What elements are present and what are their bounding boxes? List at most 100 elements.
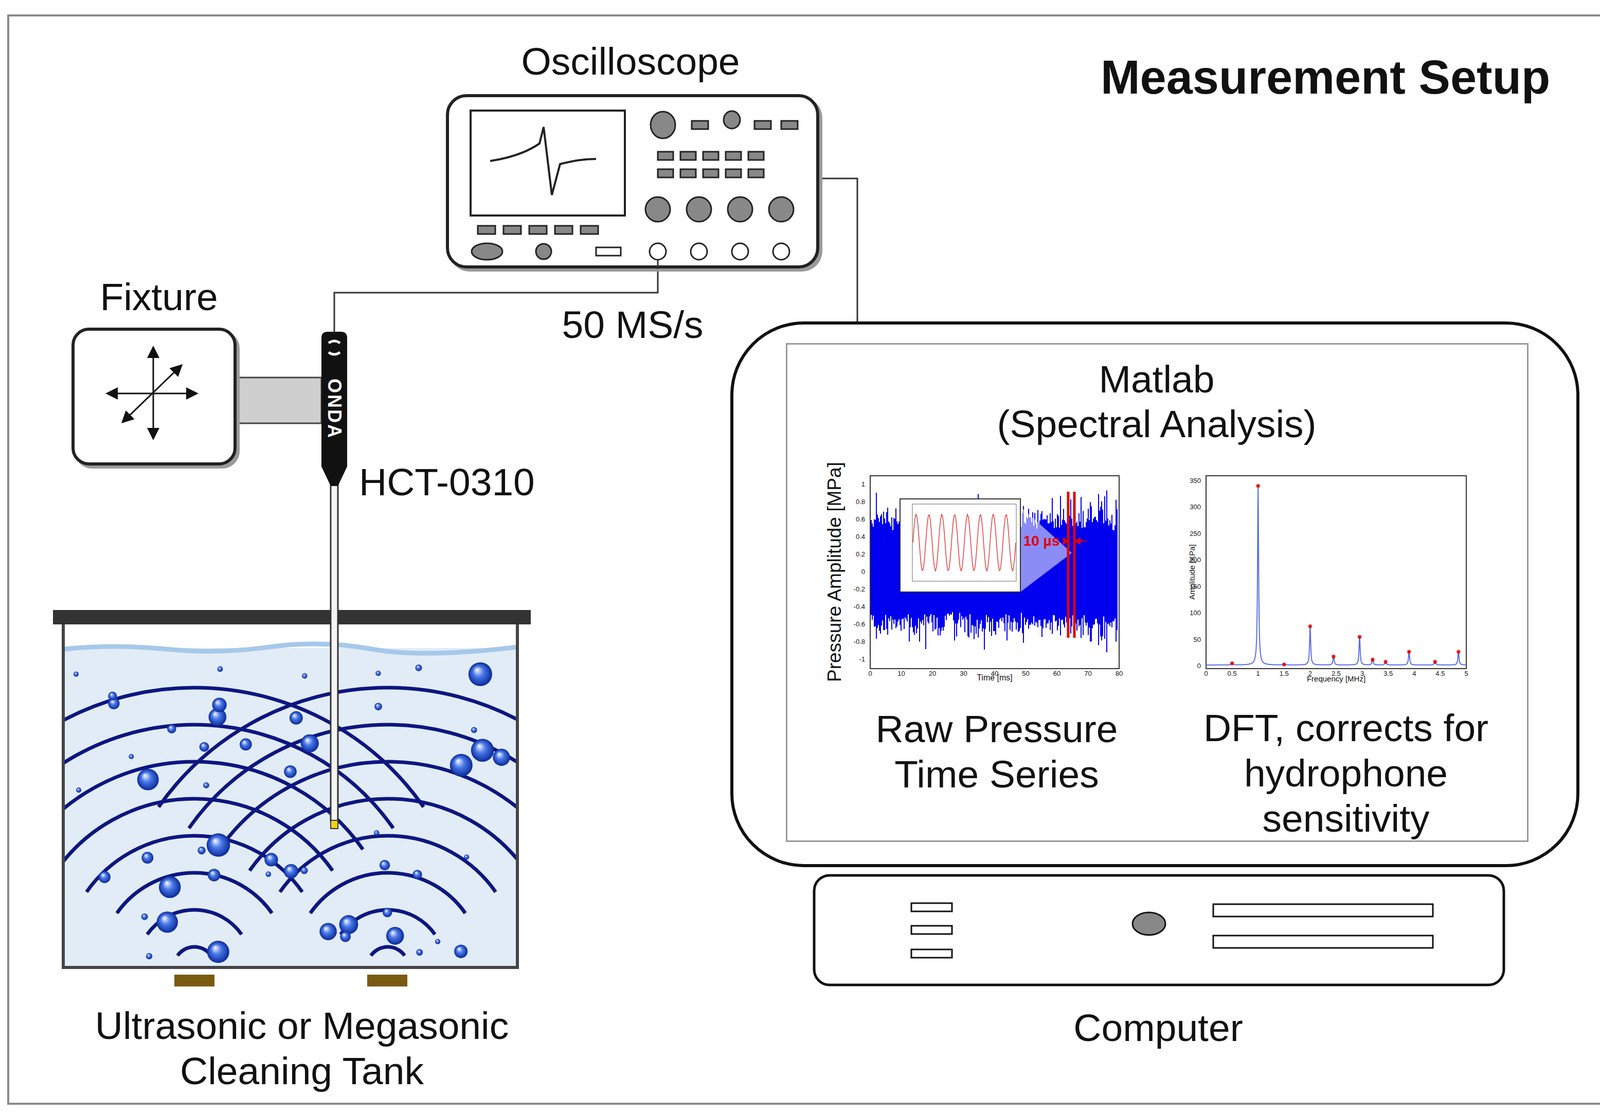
signal-trace: [1106, 490, 1108, 653]
signal-trace: [895, 508, 897, 629]
cavitation-bubble: [156, 911, 178, 933]
tick-label: -0.4: [838, 602, 866, 611]
signal-trace: [875, 492, 877, 639]
axis-arrow: [122, 365, 182, 423]
signal-trace: [1071, 518, 1073, 627]
signal-trace: [1099, 510, 1101, 625]
cavitation-bubble: [319, 922, 337, 940]
cavitation-bubble: [468, 662, 493, 687]
tick-label: 150: [1176, 582, 1201, 591]
cleaning-tank: Ultrasonic or Megasonic Cleaning Tank: [52, 609, 531, 991]
cavitation-bubble: [128, 753, 134, 760]
tick-label: 1: [1242, 669, 1274, 678]
cavitation-bubble: [73, 671, 79, 677]
button: [680, 169, 696, 178]
device-label: Computer: [1003, 1004, 1313, 1051]
input-connector: [731, 243, 749, 260]
input-connector: [649, 243, 667, 260]
cavitation-bubble: [265, 871, 272, 877]
button: [754, 120, 771, 130]
tick-label: -0.2: [838, 585, 866, 594]
cavitation-bubble: [212, 697, 227, 712]
zoom-shade: [1020, 506, 1072, 592]
cavitation-bubble: [492, 748, 510, 766]
signal-trace: [876, 514, 878, 628]
fixture-arm: [236, 377, 322, 424]
sound-wave: [177, 946, 212, 956]
tick-label: 50: [1176, 635, 1201, 644]
sound-wave: [64, 798, 333, 871]
plot-caption: DFT, corrects for hydrophone sensitivity: [1186, 705, 1506, 841]
signal-trace: [1061, 525, 1063, 621]
button: [725, 169, 742, 178]
device-label: Fixture: [56, 274, 262, 320]
cavitation-bubble: [199, 742, 210, 752]
time-marker: [1067, 491, 1070, 638]
signal-trace: [893, 517, 895, 624]
signal-trace: [870, 519, 872, 615]
tick-label: 350: [1176, 476, 1201, 485]
fixture-drawing: [74, 330, 234, 463]
sound-wave: [116, 872, 272, 913]
tick-label: 4: [1398, 669, 1430, 678]
signal-trace: [1110, 523, 1112, 623]
signal-trace: [1095, 519, 1098, 619]
knob: [723, 111, 741, 129]
cavitation-bubble: [98, 871, 111, 884]
signal-trace: [1098, 494, 1100, 646]
time-marker: [1073, 491, 1076, 638]
signal-trace: [897, 524, 899, 622]
tick-label: 20: [917, 669, 948, 678]
signal-trace: [883, 511, 885, 631]
tank-drawing: [52, 609, 531, 991]
cavitation-bubble: [454, 944, 468, 959]
tick-label: 0.6: [838, 515, 866, 524]
cavitation-bubble: [416, 948, 423, 956]
input-connector: [690, 243, 708, 260]
tick-label: 40: [979, 669, 1011, 678]
logo-mark: [328, 340, 340, 355]
cavitation-bubble: [146, 953, 153, 960]
tick-label: 100: [1176, 608, 1201, 618]
signal-trace: [1086, 518, 1088, 623]
tick-label: 0: [1190, 669, 1222, 678]
cavitation-bubble: [471, 726, 478, 733]
oscilloscope-box: Oscilloscope: [445, 94, 820, 269]
cavitation-bubble: [239, 738, 253, 751]
knob: [768, 196, 794, 222]
signal-trace: [873, 519, 875, 627]
axis-title: Pressure Amplitude [MPa]: [824, 453, 846, 691]
transducer: [367, 974, 408, 987]
peak-marker: [1456, 649, 1461, 654]
signal-trace: [878, 522, 880, 631]
cavitation-bubble: [217, 666, 224, 672]
signal-trace: [1105, 520, 1107, 623]
signal-trace: [1094, 516, 1096, 620]
button: [703, 169, 719, 178]
signal-trace: [1065, 522, 1067, 617]
cavitation-bubble: [375, 670, 381, 676]
signal-trace: [1113, 530, 1115, 622]
tick-label: 4.5: [1424, 669, 1456, 678]
signal-trace: [1111, 514, 1113, 628]
signal-trace: [1103, 523, 1105, 617]
plot-caption: Raw Pressure Time Series: [868, 706, 1126, 797]
signal-trace: [1059, 495, 1062, 636]
signal-trace: [1056, 514, 1058, 631]
signal-trace: [1104, 496, 1106, 639]
tick-label: 2.5: [1320, 669, 1352, 678]
cavitation-bubble: [463, 854, 470, 860]
tank-lid: [52, 609, 531, 625]
signal-trace: [1078, 513, 1080, 627]
tick-label: 300: [1176, 502, 1201, 512]
signal-trace: [887, 507, 889, 635]
cavitation-bubble: [471, 739, 495, 763]
signal-trace: [1084, 527, 1086, 623]
signal-trace: [1076, 521, 1078, 631]
cavitation-bubble: [301, 673, 308, 679]
cavitation-bubble: [450, 753, 473, 777]
sound-wave: [158, 687, 516, 807]
signal-trace: [1064, 519, 1066, 628]
transducer: [174, 974, 215, 987]
signal-trace: [871, 523, 873, 620]
